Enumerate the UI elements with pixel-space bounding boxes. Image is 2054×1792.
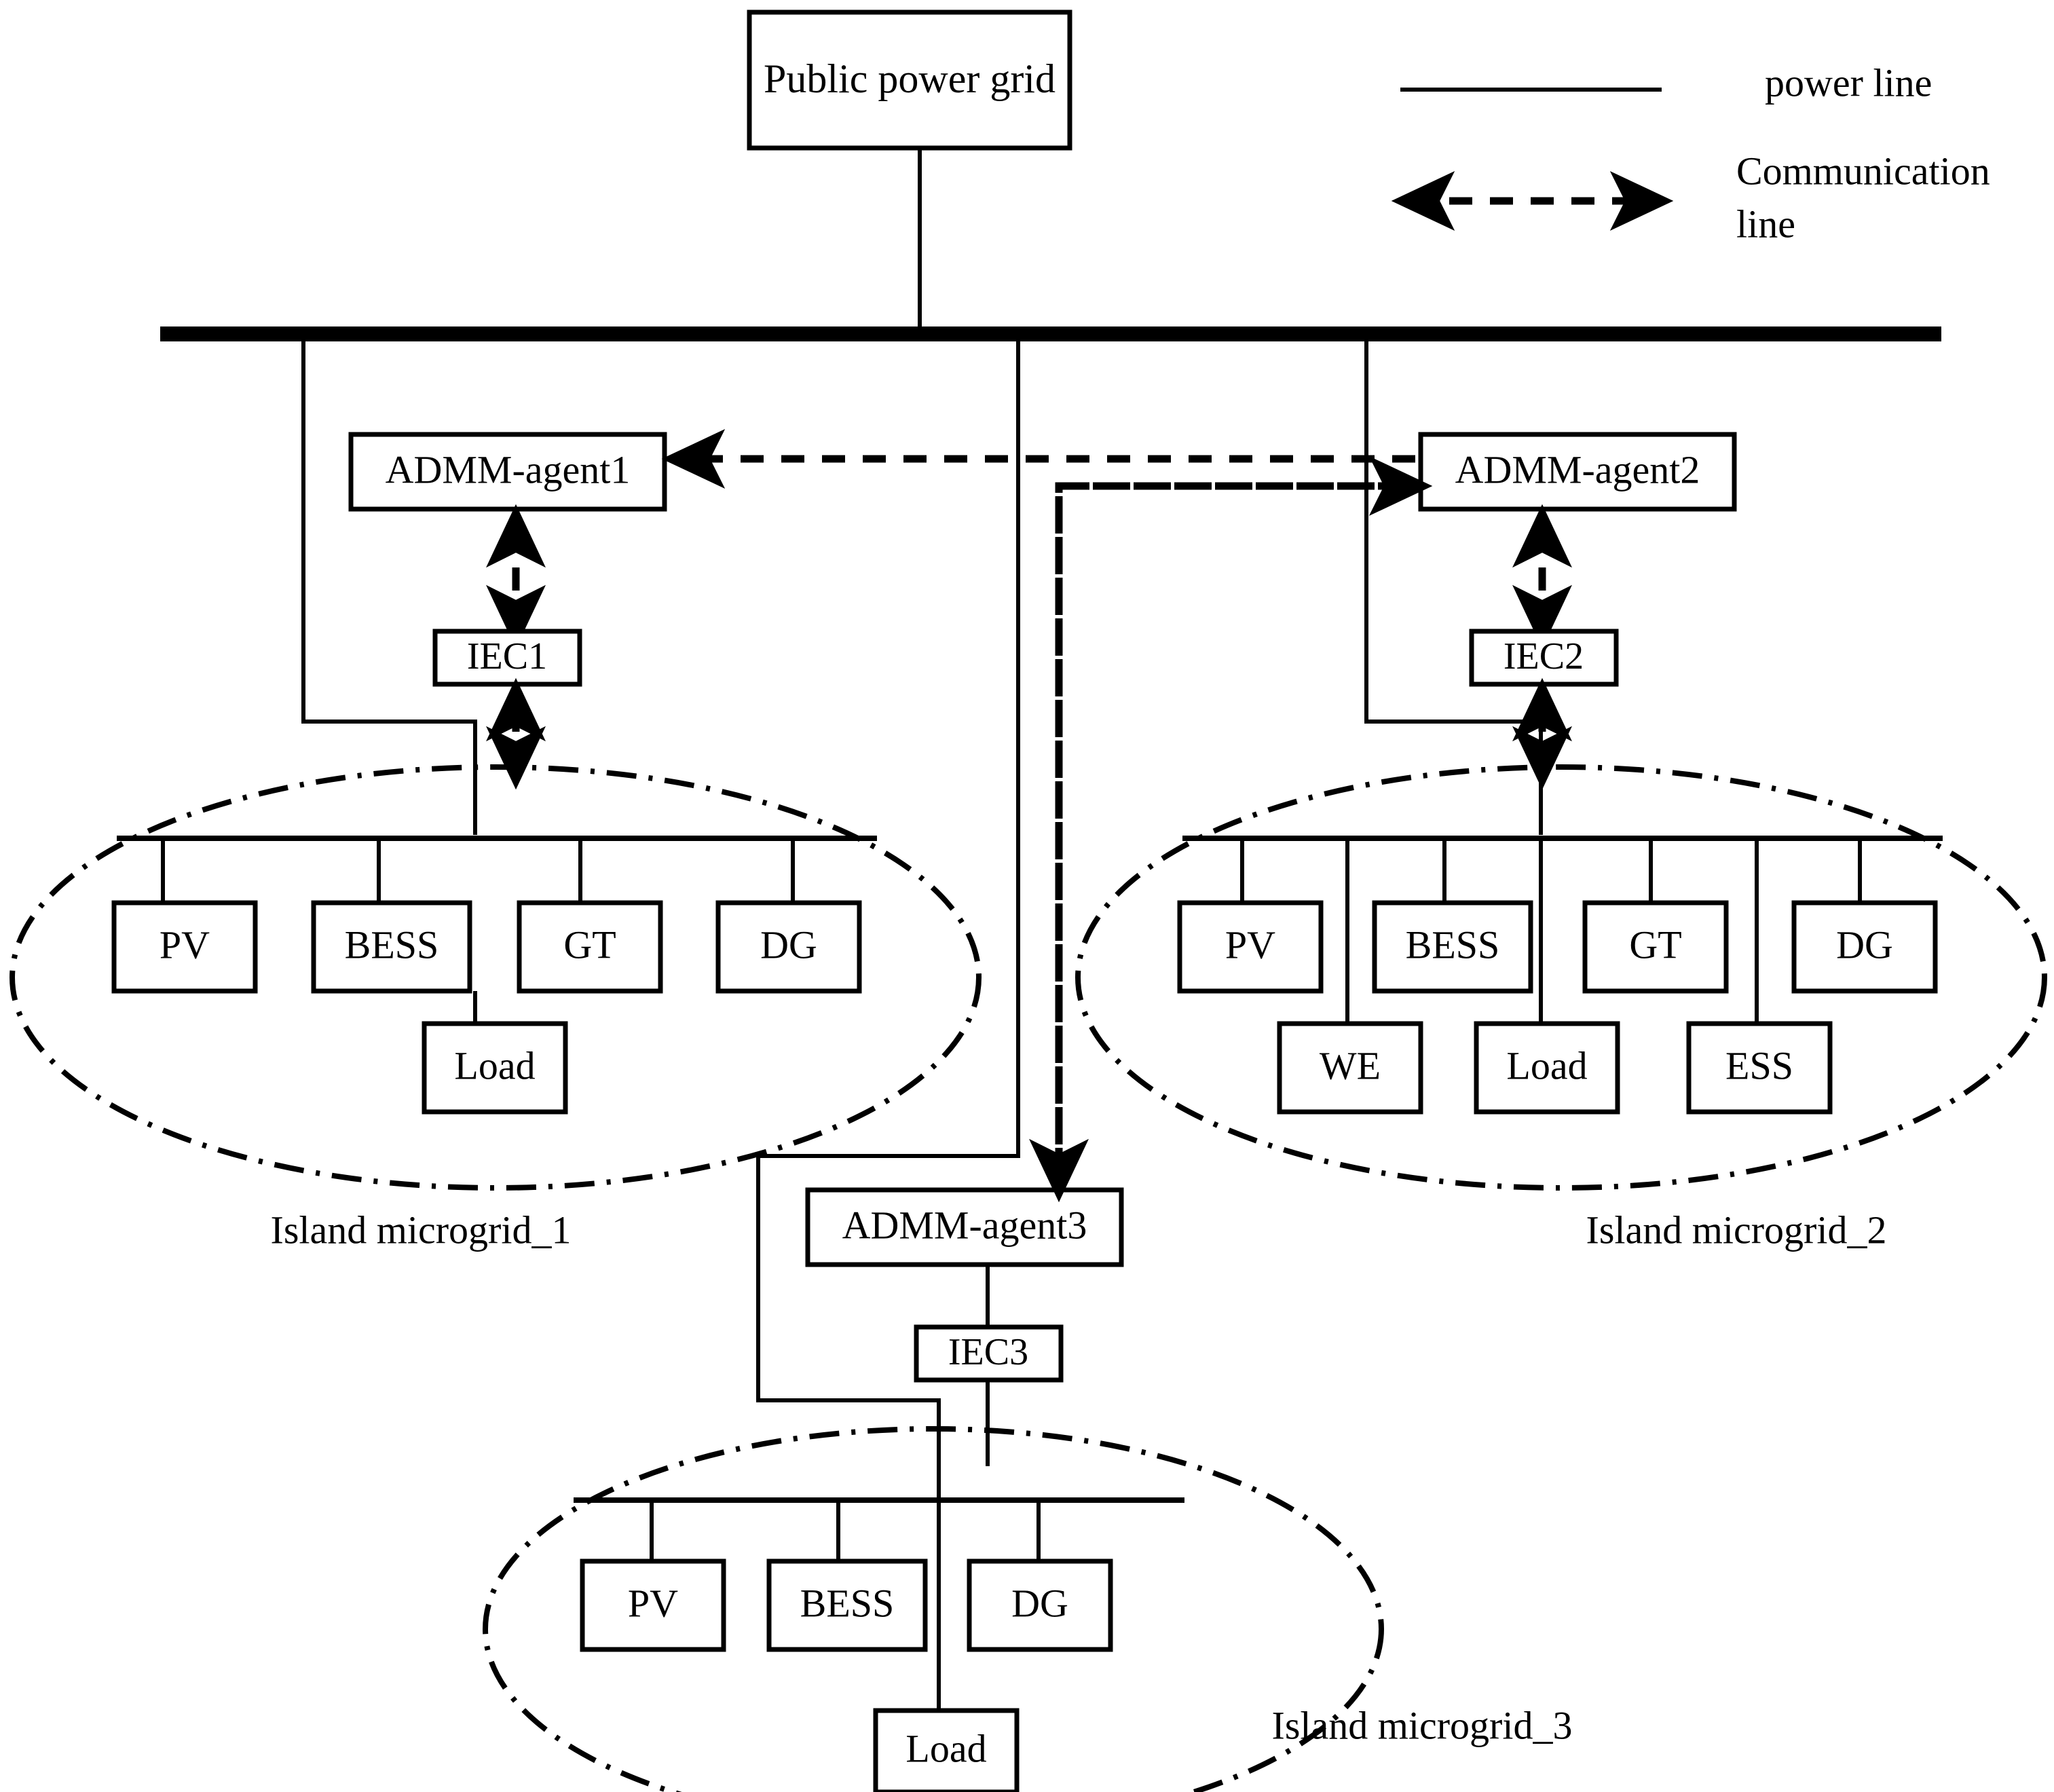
microgrid2-unit-dg[interactable]: DG	[1791, 900, 1938, 994]
microgrid1-group: PV BESS GT DG Load Island microgrid_1	[10, 764, 982, 1252]
microgrid1-caption: Island microgrid_1	[271, 1208, 572, 1252]
microgrid2-gt-label: GT	[1629, 922, 1681, 967]
public-power-grid-label: Public power grid	[764, 56, 1056, 101]
comm-link-agent2-to-agent3	[1029, 482, 1415, 1203]
admm-agent2-node[interactable]: ADMM-agent2	[1418, 432, 1737, 512]
microgrid2-group: PV BESS GT DG WE Load ESS	[1075, 764, 2047, 1252]
iec2-box[interactable]	[1469, 629, 1619, 687]
microgrid1-pv-box[interactable]	[111, 900, 258, 994]
microgrid3-load-box[interactable]	[873, 1708, 1020, 1792]
legend-communication-line-label-line1: Communication	[1736, 149, 1990, 193]
microgrid2-we-label: WE	[1320, 1043, 1381, 1087]
microgrid1-gt-box[interactable]	[517, 900, 663, 994]
microgrid1-dg-label: DG	[760, 922, 817, 967]
feeder-power-line-microgrid2	[1364, 334, 1543, 835]
microgrid1-bess-label: BESS	[345, 922, 439, 967]
microgrid2-pv-label: PV	[1225, 922, 1275, 967]
iec1-box[interactable]	[432, 629, 582, 687]
microgrid3-unit-load[interactable]: Load	[873, 1708, 1020, 1792]
legend-power-line-label: power line	[1765, 60, 1932, 105]
microgrid2-bess-box[interactable]	[1372, 900, 1533, 994]
iec1-node[interactable]: IEC1	[432, 629, 582, 687]
microgrid2-dg-label: DG	[1836, 922, 1893, 967]
microgrid3-unit-dg[interactable]: DG	[967, 1558, 1113, 1652]
microgrid2-dg-box[interactable]	[1791, 900, 1938, 994]
comm-link-agent3-to-agent2	[1055, 456, 1433, 1185]
feeder-power-line-microgrid3	[756, 334, 1020, 1711]
microgrid1-unit-bess[interactable]: BESS	[311, 900, 472, 994]
feeder-power-line-microgrid1	[301, 334, 477, 835]
admm-agent1-node[interactable]: ADMM-agent1	[348, 432, 667, 512]
microgrid1-unit-dg[interactable]: DG	[715, 900, 862, 994]
microgrid1-gt-label: GT	[563, 922, 616, 967]
iec1-label: IEC1	[467, 635, 547, 677]
microgrid1-unit-gt[interactable]: GT	[517, 900, 663, 994]
microgrid2-ess-box[interactable]	[1686, 1021, 1833, 1115]
microgrid3-group: PV BESS DG Load Island microgrid_3	[483, 1426, 1573, 1792]
microgrid1-bess-box[interactable]	[311, 900, 472, 994]
microgrid2-bess-label: BESS	[1406, 922, 1500, 967]
microgrid3-unit-pv[interactable]: PV	[580, 1558, 726, 1652]
microgrid3-bess-label: BESS	[800, 1581, 895, 1625]
microgrid2-unit-ess[interactable]: ESS	[1686, 1021, 1833, 1115]
microgrid2-boundary	[1075, 764, 2047, 1191]
microgrid1-load-box[interactable]	[422, 1021, 568, 1115]
microgrid1-boundary	[10, 764, 982, 1191]
microgrid2-load-label: Load	[1506, 1043, 1587, 1087]
microgrid2-unit-load[interactable]: Load	[1474, 1021, 1620, 1115]
microgrid1-dg-box[interactable]	[715, 900, 862, 994]
microgrid2-caption: Island microgrid_2	[1586, 1208, 1887, 1252]
microgrid2-unit-we[interactable]: WE	[1277, 1021, 1423, 1115]
iec2-node[interactable]: IEC2	[1469, 629, 1619, 687]
legend: power line Communication line	[1391, 60, 1990, 246]
microgrid2-we-box[interactable]	[1277, 1021, 1423, 1115]
admm-agent3-box[interactable]	[805, 1187, 1124, 1267]
microgrid3-load-label: Load	[905, 1726, 986, 1770]
microgrid3-unit-bess[interactable]: BESS	[766, 1558, 928, 1652]
microgrid1-unit-load[interactable]: Load	[422, 1021, 568, 1115]
microgrid2-gt-box[interactable]	[1582, 900, 1729, 994]
iec2-label: IEC2	[1504, 635, 1584, 677]
microgrid3-pv-box[interactable]	[580, 1558, 726, 1652]
microgrid2-unit-gt[interactable]: GT	[1582, 900, 1729, 994]
microgrid3-dg-box[interactable]	[967, 1558, 1113, 1652]
microgrid2-pv-box[interactable]	[1177, 900, 1324, 994]
microgrid1-unit-pv[interactable]: PV	[111, 900, 258, 994]
microgrid1-load-label: Load	[454, 1043, 535, 1087]
admm-agent3-label: ADMM-agent3	[842, 1203, 1087, 1247]
microgrid1-pv-label: PV	[160, 922, 210, 967]
microgrid3-pv-label: PV	[628, 1581, 678, 1625]
legend-communication-line-label-line2: line	[1736, 202, 1795, 246]
microgrid2-unit-pv[interactable]: PV	[1177, 900, 1324, 994]
public-power-grid-box[interactable]	[747, 10, 1072, 151]
microgrid2-load-box[interactable]	[1474, 1021, 1620, 1115]
microgrid3-dg-label: DG	[1011, 1581, 1068, 1625]
iec3-node[interactable]: IEC3	[914, 1324, 1064, 1383]
iec3-label: IEC3	[948, 1331, 1028, 1373]
microgrid2-unit-bess[interactable]: BESS	[1372, 900, 1533, 994]
public-power-grid-node[interactable]: Public power grid	[747, 10, 1072, 151]
admm-agent3-node[interactable]: ADMM-agent3	[805, 1187, 1124, 1267]
admm-agent2-label: ADMM-agent2	[1455, 447, 1700, 491]
admm-agent1-label: ADMM-agent1	[386, 447, 631, 491]
microgrid3-caption: Island microgrid_3	[1272, 1703, 1573, 1747]
microgrid3-bess-box[interactable]	[766, 1558, 928, 1652]
microgrid3-boundary	[483, 1426, 1384, 1792]
microgrid2-ess-label: ESS	[1725, 1043, 1793, 1087]
